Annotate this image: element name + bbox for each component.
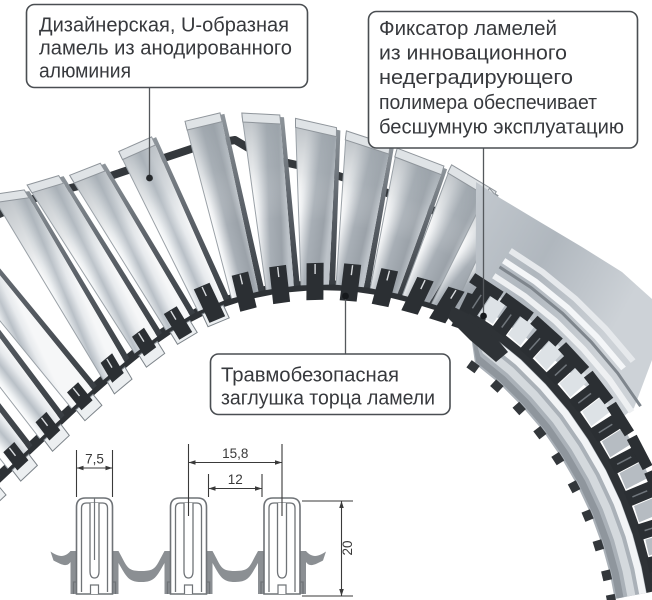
svg-text:заглушка торца ламели: заглушка торца ламели: [221, 388, 435, 410]
svg-text:из инновационного: из инновационного: [379, 43, 567, 65]
svg-text:недеградирующего: недеградирующего: [379, 67, 573, 89]
svg-text:бесшумную эксплуатацию: бесшумную эксплуатацию: [379, 117, 624, 139]
svg-text:алюминия: алюминия: [39, 61, 131, 83]
svg-text:Фиксатор ламелей: Фиксатор ламелей: [379, 18, 557, 40]
svg-text:Травмобезопасная: Травмобезопасная: [221, 365, 399, 387]
svg-text:Дизайнерская, U-образная: Дизайнерская, U-образная: [39, 15, 289, 37]
svg-text:15,8: 15,8: [222, 446, 248, 461]
svg-text:7,5: 7,5: [85, 452, 104, 467]
svg-text:полимера обеспечивает: полимера обеспечивает: [379, 92, 597, 114]
svg-text:20: 20: [340, 540, 355, 555]
svg-text:ламель из анодированного: ламель из анодированного: [39, 38, 292, 60]
svg-text:12: 12: [228, 472, 243, 487]
